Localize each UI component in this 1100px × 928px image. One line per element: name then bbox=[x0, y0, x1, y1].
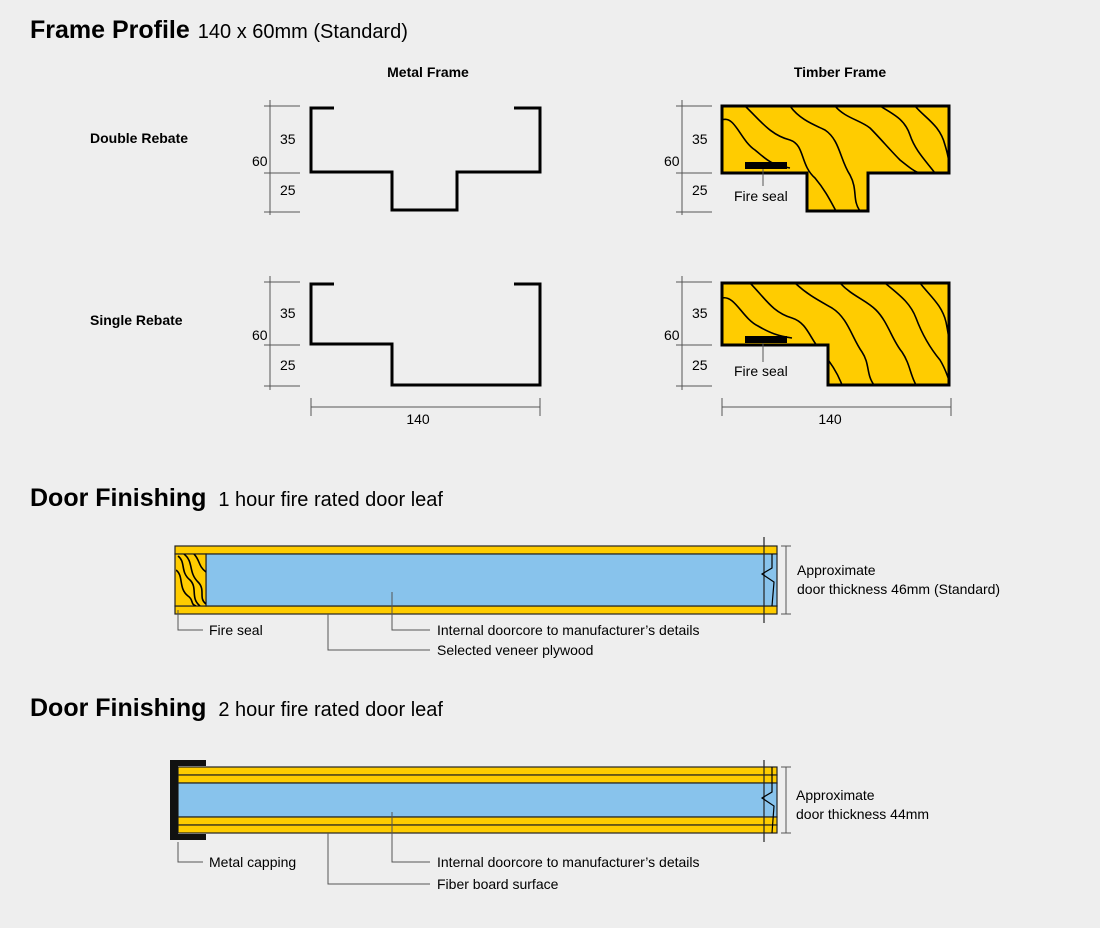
core-label: Internal doorcore to manufacturer’s deta… bbox=[437, 622, 700, 638]
door-2hr-thickness-dimension: Approximate door thickness 44mm bbox=[781, 766, 929, 834]
dim-total: 60 bbox=[252, 153, 268, 169]
dim-upper: 35 bbox=[280, 305, 296, 321]
surface-label: Fiber board surface bbox=[437, 876, 559, 892]
dim-upper: 35 bbox=[280, 131, 296, 147]
metal-single-rebate-profile bbox=[309, 282, 542, 387]
fire-seal-label: Fire seal bbox=[734, 188, 788, 204]
dim-total: 60 bbox=[664, 153, 680, 169]
metal-single-rebate-dimensions: 60 35 25 bbox=[252, 276, 300, 390]
door-1hr-leaders: Fire seal Internal doorcore to manufactu… bbox=[177, 592, 700, 658]
thickness-label-line1: Approximate bbox=[796, 787, 875, 803]
metal-frame-column-heading: Metal Frame bbox=[387, 64, 469, 80]
metal-width-dimension: 140 bbox=[310, 398, 541, 427]
double-rebate-row-heading: Double Rebate bbox=[90, 130, 188, 146]
dim-lower: 25 bbox=[280, 357, 296, 373]
edge-label: Metal capping bbox=[209, 854, 296, 870]
timber-single-rebate-dimensions: 60 35 25 bbox=[664, 276, 712, 390]
door-1hr-section bbox=[174, 537, 778, 623]
dim-width: 140 bbox=[406, 411, 430, 427]
dim-lower: 25 bbox=[692, 182, 708, 198]
thickness-label-line2: door thickness 44mm bbox=[796, 806, 929, 822]
dim-lower: 25 bbox=[280, 182, 296, 198]
thickness-label-line1: Approximate bbox=[797, 562, 876, 578]
door-1hr-thickness-dimension: Approximate door thickness 46mm (Standar… bbox=[781, 545, 1000, 615]
fire-seal-label: Fire seal bbox=[734, 363, 788, 379]
thickness-label-line2: door thickness 46mm (Standard) bbox=[797, 581, 1000, 597]
dim-total: 60 bbox=[664, 327, 680, 343]
timber-width-dimension: 140 bbox=[721, 398, 952, 427]
door-2hr-leaders: Metal capping Internal doorcore to manuf… bbox=[177, 812, 700, 892]
dim-total: 60 bbox=[252, 327, 268, 343]
timber-single-rebate-profile: Fire seal bbox=[720, 281, 951, 387]
timber-frame-column-heading: Timber Frame bbox=[794, 64, 887, 80]
dim-upper: 35 bbox=[692, 305, 708, 321]
dim-lower: 25 bbox=[692, 357, 708, 373]
timber-double-rebate-dimensions: 60 35 25 bbox=[664, 100, 712, 215]
dim-upper: 35 bbox=[692, 131, 708, 147]
dim-width: 140 bbox=[818, 411, 842, 427]
surface-label: Selected veneer plywood bbox=[437, 642, 593, 658]
metal-double-rebate-profile bbox=[309, 106, 542, 212]
door-2hr-section bbox=[170, 760, 778, 842]
core-label: Internal doorcore to manufacturer’s deta… bbox=[437, 854, 700, 870]
timber-double-rebate-profile: Fire seal bbox=[720, 104, 951, 213]
metal-double-rebate-dimensions: 60 35 25 bbox=[252, 100, 300, 215]
single-rebate-row-heading: Single Rebate bbox=[90, 312, 183, 328]
edge-label: Fire seal bbox=[209, 622, 263, 638]
